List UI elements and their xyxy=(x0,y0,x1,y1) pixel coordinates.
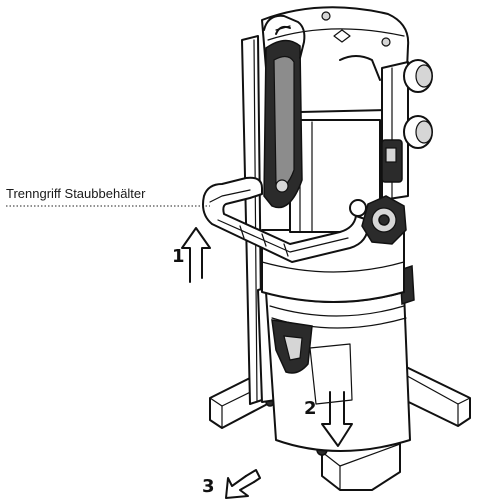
step-2-number: 2 xyxy=(304,398,317,419)
side-flange xyxy=(349,195,407,245)
callout: Trenngriff Staubbehälter xyxy=(6,186,210,207)
step-1: 1 xyxy=(172,227,211,283)
callout-label: Trenngriff Staubbehälter xyxy=(6,186,146,201)
step-3: 3 xyxy=(202,469,261,499)
motor-head xyxy=(261,6,433,209)
step-2: 2 xyxy=(304,391,353,447)
step-3-number: 3 xyxy=(202,476,215,497)
step-1-number: 1 xyxy=(172,246,185,267)
separator-handle xyxy=(202,176,370,263)
